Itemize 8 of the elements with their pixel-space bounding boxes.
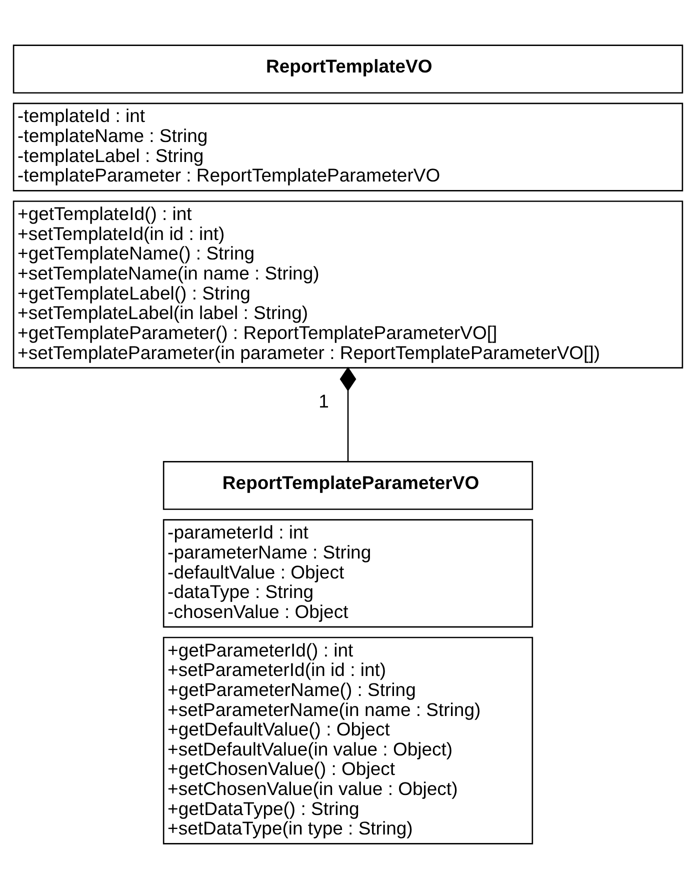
node-box: +getTemplateId() : int +setTemplateId(in id : int) +getTemplateName() : String +setTemplateName(in name : String) +getTemplateLabel() : String +setTemplateLabel(in label : String) +getTemplateParameter() : ReportTemplateParameterVO[] +setTemplateParameter(in parameter : ReportTemplateParameterVO[]) (12, 200, 684, 368)
edge-label: 1 (318, 390, 329, 412)
node-box: ReportTemplateParameterVO (162, 461, 534, 510)
connector (340, 366, 356, 462)
node-box: -parameterId : int -parameterName : String -defaultValue : Object -dataType : String -chosenValue : Object (162, 519, 534, 628)
node-box: ReportTemplateVO (12, 44, 684, 94)
node-box: +getParameterId() : int +setParameterId(in id : int) +getParameterName() : String +setParameterName(in name : String) +getDefaultValue() : Object +setDefaultValue(in value : Object) +getChosenValue() : Object +setChosenValue(in value : Object) +getDataType() : String +setDataType(in type : String) (162, 636, 534, 844)
node-box: -templateId : int -templateName : String -templateLabel : String -templateParameter : ReportTemplateParameterVO (12, 102, 684, 192)
